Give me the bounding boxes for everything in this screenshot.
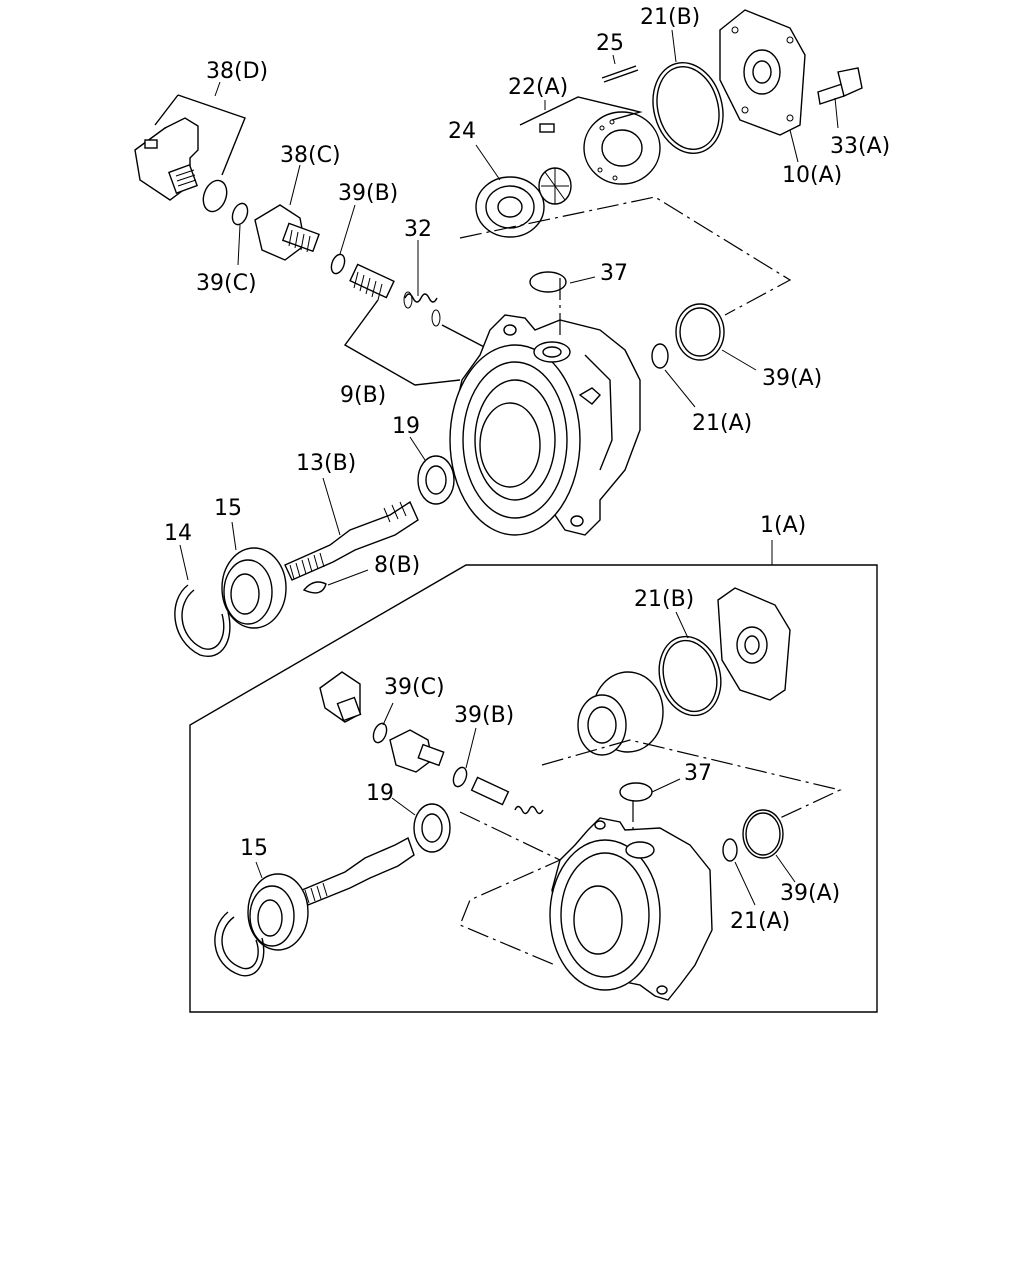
bolt-33a [817,67,863,105]
label-13b: 13(B) [296,451,356,476]
label-37-top: 37 [600,261,628,286]
label-15-top: 15 [214,496,242,521]
cam-ring-24 [475,176,545,238]
assembly-box-1a [189,564,878,1013]
label-37-bottom: 37 [684,761,712,786]
label-33a: 33(A) [830,134,890,159]
valve-9b [349,263,395,301]
shaft-13b [284,500,419,581]
label-38d: 38(D) [206,59,268,84]
label-22a: 22(A) [508,75,568,100]
side-plate-22a [583,111,661,185]
label-21a-bottom: 21(A) [730,909,790,934]
cover-10a [719,9,806,136]
elbow-fitting-38d [134,117,199,201]
label-19-top: 19 [392,414,420,439]
label-1a: 1(A) [760,513,806,538]
cartridge-bottom [577,671,664,756]
label-19-bottom: 19 [366,781,394,806]
label-39c-top: 39(C) [196,271,257,296]
bearing-15-top [221,547,287,629]
label-39c-bottom: 39(C) [384,675,445,700]
label-10a: 10(A) [782,163,842,188]
elbow-fitting-bottom [319,671,362,723]
cover-bottom [717,587,791,701]
pump-housing-top [449,314,641,536]
label-38c: 38(C) [280,143,341,168]
label-39b-top: 39(B) [338,181,398,206]
label-39b-bottom: 39(B) [454,703,514,728]
label-39a-bottom: 39(A) [780,881,840,906]
label-21a-top: 21(A) [692,411,752,436]
label-15-bottom: 15 [240,836,268,861]
label-32: 32 [404,217,432,242]
label-9b: 9(B) [340,383,386,408]
pump-housing-bottom [549,817,713,1001]
label-21b-top: 21(B) [640,5,700,30]
callout-labels: 38(D) 38(C) 39(B) 39(C) 32 24 22(A) 25 2… [164,5,890,934]
label-21b-bottom: 21(B) [634,587,694,612]
fitting-38c [254,204,320,261]
rotor-22a [538,123,572,205]
label-8b: 8(B) [374,553,420,578]
label-14: 14 [164,521,192,546]
label-25: 25 [596,31,624,56]
spring-32 [403,291,441,327]
label-39a-top: 39(A) [762,366,822,391]
label-24: 24 [448,119,476,144]
